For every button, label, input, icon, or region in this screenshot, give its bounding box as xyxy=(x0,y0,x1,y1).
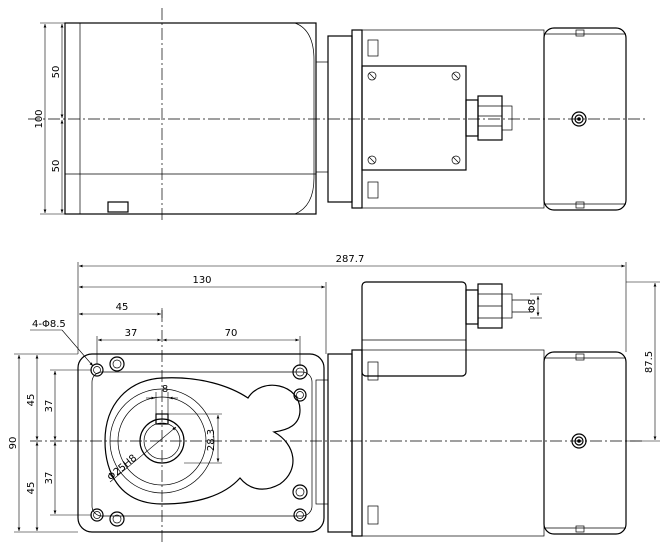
dim-130: 130 xyxy=(192,275,211,286)
top-dim-50-upper: 50 xyxy=(51,66,62,79)
front-coupling xyxy=(315,349,545,537)
front-junction-box xyxy=(361,281,530,377)
dim-45-lower: 45 xyxy=(26,482,37,495)
dim-37-top: 37 xyxy=(125,328,138,339)
dim-87-5: 87.5 xyxy=(644,351,655,373)
bore-dimensions: 8 28.3 Φ25H8 xyxy=(106,384,222,483)
dim-bore-25h8: Φ25H8 xyxy=(106,453,139,484)
top-gearbox-body xyxy=(64,22,317,215)
top-view: 100 50 50 xyxy=(28,8,645,222)
front-horizontal-dimensions: 287.7 130 45 37 70 4-Φ8.5 Φ8 xyxy=(30,254,627,367)
gear-housing-outline xyxy=(104,377,301,505)
dim-45-upper: 45 xyxy=(26,394,37,407)
front-mounting-base xyxy=(77,353,325,533)
front-motor xyxy=(543,351,627,535)
top-cable-gland xyxy=(465,95,513,141)
top-view-dimensions: 100 50 50 xyxy=(34,22,65,215)
top-junction-box xyxy=(361,65,467,171)
top-dim-100: 100 xyxy=(34,109,45,128)
holes-callout: 4-Φ8.5 xyxy=(32,319,66,330)
dim-cable-8: Φ8 xyxy=(527,299,538,313)
dim-70: 70 xyxy=(225,328,238,339)
dim-37-lower: 37 xyxy=(44,472,55,485)
dim-28-3: 28.3 xyxy=(206,429,217,451)
dim-37-upper: 37 xyxy=(44,400,55,413)
top-dim-50-lower: 50 xyxy=(51,160,62,173)
dim-90: 90 xyxy=(8,437,19,450)
front-left-dimensions: 90 45 45 37 37 xyxy=(8,353,92,533)
dim-key-8: 8 xyxy=(162,384,168,395)
dim-287-7: 287.7 xyxy=(336,254,365,265)
front-view: 287.7 130 45 37 70 4-Φ8.5 Φ8 xyxy=(8,254,660,545)
dim-45: 45 xyxy=(116,302,129,313)
front-right-dimension: 87.5 xyxy=(626,281,660,442)
